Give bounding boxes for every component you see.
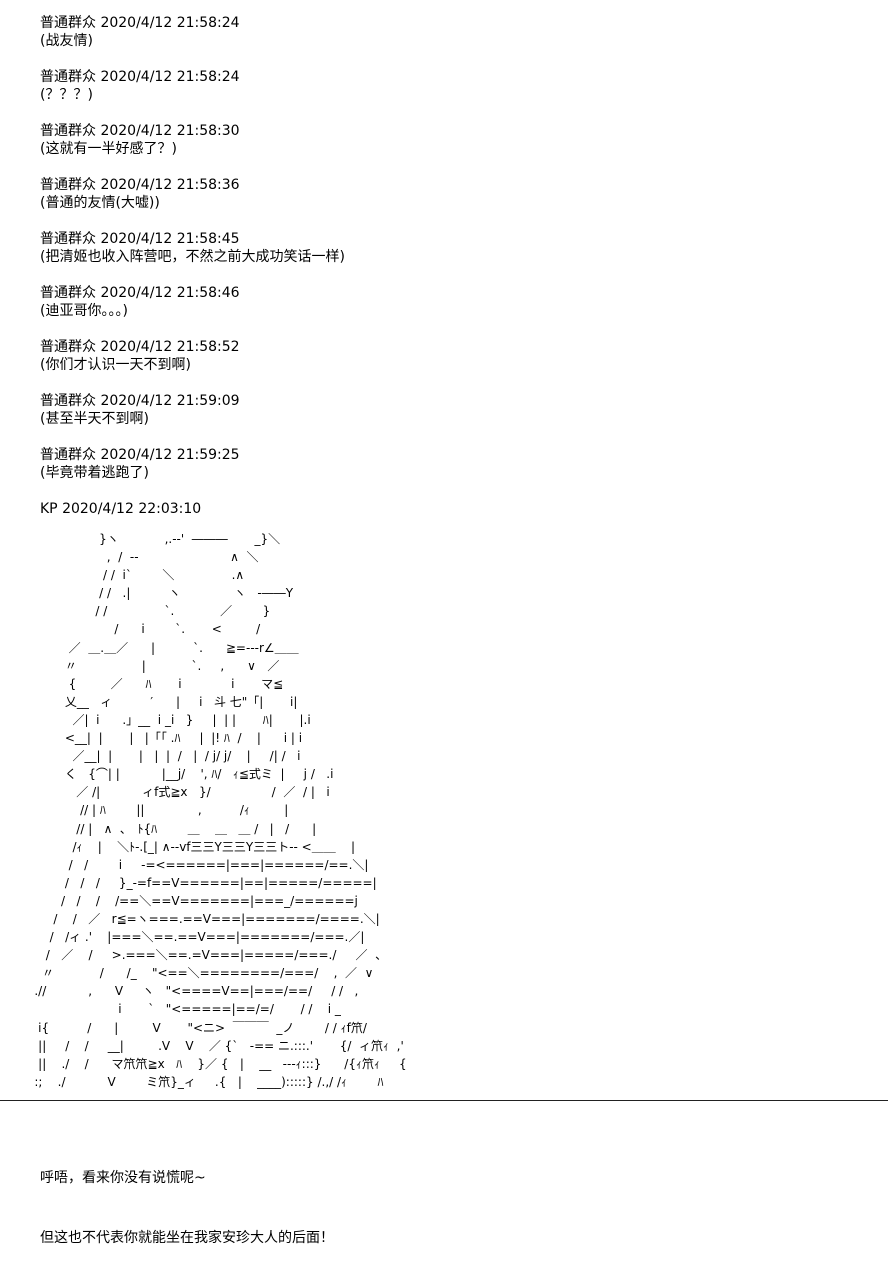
message-time: 2020/4/12 21:58:36 xyxy=(100,177,240,193)
message-time: 2020/4/12 21:58:30 xyxy=(100,123,240,139)
message-text: (把清姬也收入阵营吧，不然之前大成功笑话一样) xyxy=(40,249,345,265)
message-text: (普通的友情(大嘘)) xyxy=(40,195,160,211)
message-header: 普通群众 2020/4/12 21:58:24 xyxy=(40,14,890,32)
message-author: 普通群众 xyxy=(40,339,96,355)
message: 普通群众 2020/4/12 21:58:24 (？？？) xyxy=(40,68,890,122)
message-author: 普通群众 xyxy=(40,177,96,193)
message: 普通群众 2020/4/12 21:58:30 (这就有一半好感了？) xyxy=(40,122,890,176)
message-time: 2020/4/12 21:58:52 xyxy=(100,339,240,355)
message-header: 普通群众 2020/4/12 21:58:52 xyxy=(40,338,890,356)
message-text: (这就有一半好感了？) xyxy=(40,141,177,157)
message-text: (迪亚哥你。。。) xyxy=(40,303,128,319)
kp-time: 2020/4/12 22:03:10 xyxy=(62,501,202,517)
message: 普通群众 2020/4/12 21:58:24 (战友情) xyxy=(40,14,890,68)
message-author: 普通群众 xyxy=(40,285,96,301)
message-header: 普通群众 2020/4/12 21:59:25 xyxy=(40,446,890,464)
message-author: 普通群众 xyxy=(40,231,96,247)
message: 普通群众 2020/4/12 21:58:52 (你们才认识一天不到啊) xyxy=(40,338,890,392)
kp-message-header: KP 2020/4/12 22:03:10 xyxy=(40,500,890,518)
message-text: (？？？) xyxy=(40,87,93,103)
message-text: (你们才认识一天不到啊) xyxy=(40,357,191,373)
message-header: 普通群众 2020/4/12 21:58:36 xyxy=(40,176,890,194)
kp-author: KP xyxy=(40,501,58,517)
message-time: 2020/4/12 21:59:09 xyxy=(100,393,240,409)
chat-log: 普通群众 2020/4/12 21:58:24 (战友情) 普通群众 2020/… xyxy=(40,14,890,518)
message-time: 2020/4/12 21:58:45 xyxy=(100,231,240,247)
message-text: (战友情) xyxy=(40,33,93,49)
message-text: (毕竟带着逃跑了) xyxy=(40,465,149,481)
message-author: 普通群众 xyxy=(40,447,96,463)
message-author: 普通群众 xyxy=(40,15,96,31)
ascii-art: }ヽ ,.-‐' ――― _}＼ , / -- ∧ ＼ / / i` ＼ .∧ … xyxy=(0,532,888,1107)
message-header: 普通群众 2020/4/12 21:58:46 xyxy=(40,284,890,302)
message-author: 普通群众 xyxy=(40,123,96,139)
message-text: (甚至半天不到啊) xyxy=(40,411,149,427)
message-time: 2020/4/12 21:59:25 xyxy=(100,447,240,463)
message-header: 普通群众 2020/4/12 21:58:24 xyxy=(40,68,890,86)
message: 普通群众 2020/4/12 21:58:45 (把清姬也收入阵营吧，不然之前大… xyxy=(40,230,890,284)
message-author: 普通群众 xyxy=(40,393,96,409)
message-header: 普通群众 2020/4/12 21:59:09 xyxy=(40,392,890,410)
message-time: 2020/4/12 21:58:24 xyxy=(100,15,240,31)
message: 普通群众 2020/4/12 21:59:09 (甚至半天不到啊) xyxy=(40,392,890,446)
message-time: 2020/4/12 21:58:46 xyxy=(100,285,240,301)
message: 普通群众 2020/4/12 21:59:25 (毕竟带着逃跑了) xyxy=(40,446,890,500)
closing-line: 但这也不代表你就能坐在我家安珍大人的后面！ xyxy=(40,1230,334,1246)
message: 普通群众 2020/4/12 21:58:36 (普通的友情(大嘘)) xyxy=(40,176,890,230)
message-header: 普通群众 2020/4/12 21:58:45 xyxy=(40,230,890,248)
message-header: 普通群众 2020/4/12 21:58:30 xyxy=(40,122,890,140)
message-time: 2020/4/12 21:58:24 xyxy=(100,69,240,85)
message: 普通群众 2020/4/12 21:58:46 (迪亚哥你。。。) xyxy=(40,284,890,338)
kp-closing-text: 呼唔，看来你没有说慌呢~ 但这也不代表你就能坐在我家安珍大人的后面！ xyxy=(40,1128,334,1268)
message-author: 普通群众 xyxy=(40,69,96,85)
closing-line: 呼唔，看来你没有说慌呢~ xyxy=(40,1170,206,1186)
